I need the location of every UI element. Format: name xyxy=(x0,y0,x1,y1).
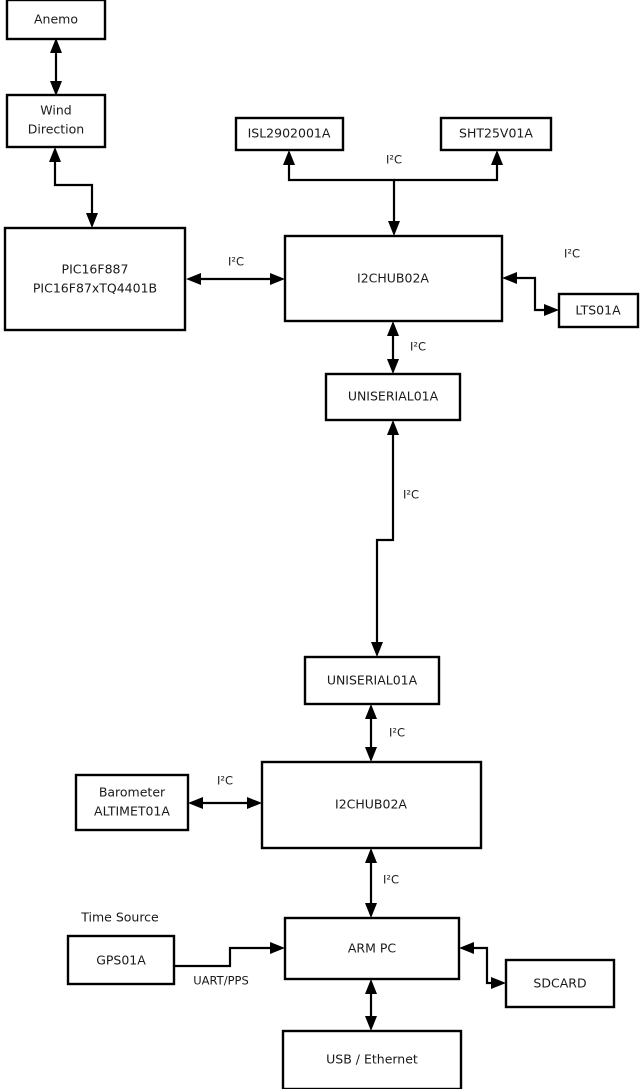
block-arm-pc[interactable]: ARM PC xyxy=(283,916,461,981)
connector-hubtop-sensors: I²C xyxy=(283,150,503,236)
connector-pic-hubtop: I²C xyxy=(186,255,285,285)
connector-armpc-usb xyxy=(365,979,377,1031)
block-gps01a[interactable]: GPS01A xyxy=(66,934,176,986)
block-pic-microcontroller[interactable]: PIC16F887 PIC16F87xTQ4401B xyxy=(3,226,187,332)
edge-label-barometer-hubbot: I²C xyxy=(217,774,233,788)
block-i2chub02a-top[interactable]: I2CHUB02A xyxy=(283,234,504,323)
connector-uniser-uniser: I²C xyxy=(371,420,419,657)
block-isl2902001a[interactable]: ISL2902001A xyxy=(234,116,345,152)
block-label-isl2902001a: ISL2902001A xyxy=(248,126,331,141)
block-sdcard[interactable]: SDCARD xyxy=(504,958,616,1009)
block-anemo[interactable]: Anemo xyxy=(5,0,107,41)
block-lts01a[interactable]: LTS01A xyxy=(557,292,640,329)
block-label-pic-line1: PIC16F887 xyxy=(62,262,129,277)
block-sht25v01a[interactable]: SHT25V01A xyxy=(439,116,553,152)
edge-label-gps-armpc: UART/PPS xyxy=(193,974,249,988)
block-label-anemo: Anemo xyxy=(34,12,78,27)
block-label-usb-ethernet: USB / Ethernet xyxy=(326,1052,418,1067)
connector-gps-armpc: UART/PPS xyxy=(174,942,285,988)
block-uniserial01a-bottom[interactable]: UNISERIAL01A xyxy=(303,655,441,706)
block-label-wind-direction-line1: Wind xyxy=(40,103,71,118)
block-label-sdcard: SDCARD xyxy=(533,976,586,991)
block-label-pic-line2: PIC16F87xTQ4401B xyxy=(33,281,157,296)
block-label-uniserial01a-bottom: UNISERIAL01A xyxy=(327,673,418,688)
edge-label-hubtop-sensors: I²C xyxy=(386,153,402,167)
block-label-wind-direction-line2: Direction xyxy=(28,122,84,137)
block-label-i2chub02a-bottom: I2CHUB02A xyxy=(335,797,407,812)
block-barometer-altimet01a[interactable]: Barometer ALTIMET01A xyxy=(74,773,190,832)
edge-label-uniser-uniser: I²C xyxy=(403,488,419,502)
edge-label-pic-hubtop: I²C xyxy=(228,255,244,269)
block-label-arm-pc: ARM PC xyxy=(348,941,397,956)
connector-armpc-sdcard xyxy=(459,942,506,989)
connector-hubtop-uniser: I²C xyxy=(387,321,426,374)
block-label-i2chub02a-top: I2CHUB02A xyxy=(357,271,429,286)
annotation-time-source: Time Source xyxy=(80,910,159,925)
edge-label-hubbot-armpc: I²C xyxy=(383,873,399,887)
block-wind-direction[interactable]: Wind Direction xyxy=(5,93,107,149)
edge-label-hubtop-uniser: I²C xyxy=(410,340,426,354)
block-label-barometer-line1: Barometer xyxy=(99,785,166,800)
connector-anemo-wind xyxy=(50,38,62,96)
block-label-lts01a: LTS01A xyxy=(575,303,621,318)
connector-hubbot-armpc: I²C xyxy=(365,848,399,918)
edge-label-hubtop-lts: I²C xyxy=(564,247,580,261)
block-usb-ethernet[interactable]: USB / Ethernet xyxy=(281,1029,463,1089)
connector-uniserbot-hubbot: I²C xyxy=(365,704,405,762)
connector-wind-pic xyxy=(49,147,98,228)
block-i2chub02a-bottom[interactable]: I2CHUB02A xyxy=(260,760,483,850)
connector-hubtop-lts: I²C xyxy=(502,247,580,316)
connector-barometer-hubbot: I²C xyxy=(188,774,262,809)
block-uniserial01a-top[interactable]: UNISERIAL01A xyxy=(324,372,462,422)
block-label-gps01a: GPS01A xyxy=(96,953,146,968)
block-label-uniserial01a-top: UNISERIAL01A xyxy=(348,389,439,404)
edge-label-uniserbot-hubbot: I²C xyxy=(389,726,405,740)
block-label-barometer-line2: ALTIMET01A xyxy=(94,804,170,819)
block-label-sht25v01a: SHT25V01A xyxy=(459,126,533,141)
